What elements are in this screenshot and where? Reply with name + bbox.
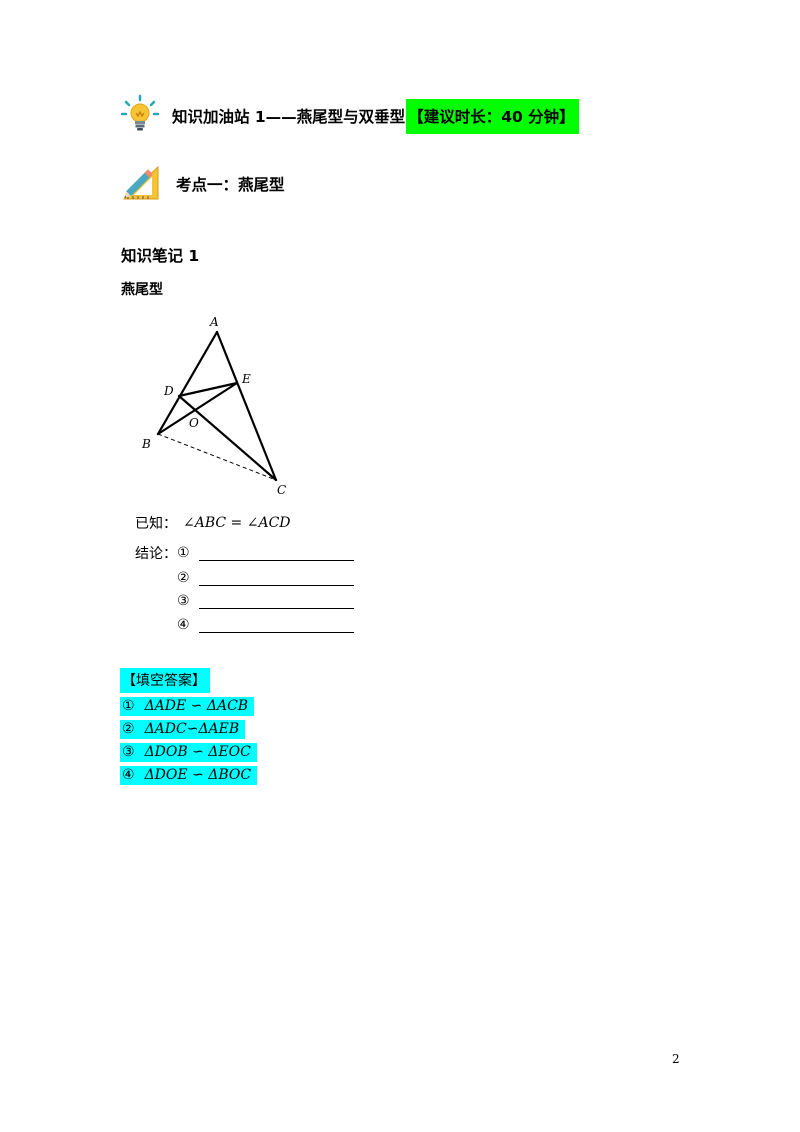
answer-item-3: ③ ΔDOB ∽ ΔEOC [120, 743, 257, 762]
lightbulb-icon [120, 94, 160, 138]
point-label-a: A [209, 315, 219, 329]
point-label-o: O [189, 416, 199, 430]
answer-number: ④ [122, 767, 135, 783]
segment-ab [156, 330, 219, 436]
answer-expression: ΔDOE ∽ ΔBOC [144, 767, 252, 783]
swallowtail-figure: A B C D E O [141, 315, 286, 497]
answer-expression: ΔADC∽ΔAEB [144, 721, 240, 737]
segment-be [156, 381, 239, 436]
answers-heading: 【填空答案】 [120, 668, 210, 693]
conclusion-label: 结论： [135, 546, 177, 562]
conclusion-line-2: ② [135, 570, 354, 586]
segment-bc [157, 433, 277, 481]
answer-expression: ΔDOB ∽ ΔEOC [144, 744, 251, 760]
conclusion-blank[interactable] [199, 547, 354, 561]
point-label-e: E [241, 372, 251, 386]
answer-number: ③ [122, 744, 135, 760]
answer-number: ② [122, 721, 135, 737]
conclusion-blank[interactable] [199, 619, 354, 633]
answer-item-4: ④ ΔDOE ∽ ΔBOC [120, 766, 258, 785]
given-expression: ∠ABC = ∠ACD [183, 515, 291, 531]
answer-number: ① [122, 698, 135, 714]
answer-expression: ΔADE ∽ ΔACB [144, 698, 249, 714]
answer-item-2: ② ΔADC∽ΔAEB [120, 720, 246, 739]
notes-title: 知识笔记 1 [121, 247, 200, 265]
conclusion-number: ④ [177, 617, 190, 633]
kaodian-row: 考点一：燕尾型 [120, 164, 285, 204]
point-label-b: B [141, 437, 151, 451]
duration-tag: 【建议时长：40 分钟】 [406, 98, 579, 134]
conclusion-number: ③ [177, 593, 190, 609]
conclusion-number: ① [177, 545, 190, 561]
conclusion-number: ② [177, 570, 190, 586]
kaodian-title: 考点一：燕尾型 [176, 176, 285, 194]
section-title: 知识加油站 1——燕尾型与双垂型 [172, 108, 406, 126]
given-line: 已知： ∠ABC = ∠ACD [135, 513, 291, 533]
conclusion-blank[interactable] [199, 595, 354, 609]
point-label-d: D [163, 384, 174, 398]
point-label-c: C [277, 483, 286, 497]
segment-ac [215, 330, 278, 482]
ruler-pencil-icon [120, 161, 162, 207]
conclusion-blank[interactable] [199, 572, 354, 586]
segment-de [177, 381, 239, 398]
conclusion-line-3: ③ [135, 593, 354, 609]
conclusion-line-1: 结论： ① [135, 543, 354, 563]
conclusion-line-4: ④ [135, 617, 354, 633]
segment-dc [177, 394, 278, 482]
given-label: 已知： [135, 516, 177, 532]
page-number: 2 [672, 1052, 680, 1066]
section-title-row: 知识加油站 1——燕尾型与双垂型 【建议时长：40 分钟】 [120, 94, 579, 138]
notes-subtitle: 燕尾型 [121, 282, 163, 298]
answer-item-1: ① ΔADE ∽ ΔACB [120, 697, 255, 716]
